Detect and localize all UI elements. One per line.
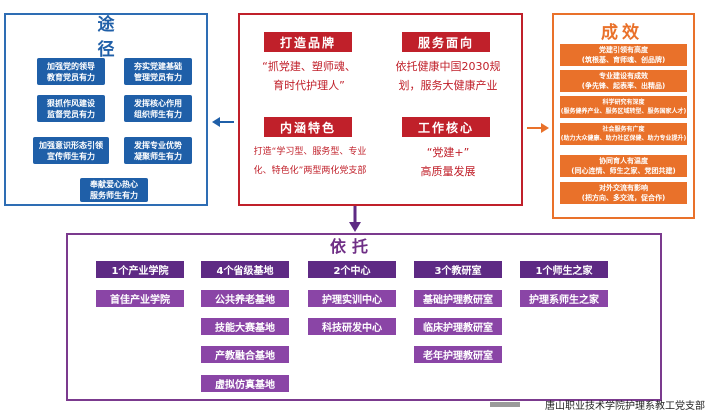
approach-item: 发挥专业优势凝聚师生有力 — [124, 137, 192, 164]
support-column-item: 护理系师生之家 — [520, 290, 608, 307]
approach-item: 加强意识形态引领宣传师生有力 — [33, 137, 109, 164]
result-item: 社会服务有广度(助力大众健康、助力社区保健、助力专业提升) — [560, 123, 687, 145]
result-item: 专业建设有成效(争先锋、起表率、出精品) — [560, 70, 687, 92]
support-column-item: 老年护理教研室 — [414, 346, 502, 363]
support-panel — [66, 233, 662, 401]
support-column-item: 技能大赛基地 — [201, 318, 289, 335]
approach-item: 狠抓作风建设监督党员有力 — [37, 95, 105, 122]
approach-item: 发挥核心作用组织师生有力 — [124, 95, 192, 122]
results-title: 成效 — [601, 22, 643, 43]
support-column-item: 护理实训中心 — [308, 290, 396, 307]
support-column-item: 产教融合基地 — [201, 346, 289, 363]
result-item: 科学研究有深度(服务健养产业、服务区域转型、服务国家人才) — [560, 96, 687, 118]
arrow-left-icon — [212, 117, 234, 127]
block-title-service: 服务面向 — [402, 32, 490, 52]
support-title: 依托 — [329, 237, 374, 256]
block-title-core: 工作核心 — [402, 117, 490, 137]
block-title-brand: 打造品牌 — [264, 32, 352, 52]
footer-caption: 唐山职业技术学院护理系教工党支部 — [545, 401, 705, 412]
approach-item: 奉献爱心热心服务师生有力 — [80, 178, 148, 202]
approach-item: 夯实党建基础管理党员有力 — [124, 58, 192, 85]
support-column-item: 公共养老基地 — [201, 290, 289, 307]
support-column-head: 4个省级基地 — [201, 261, 289, 278]
support-column-head: 2个中心 — [308, 261, 396, 278]
block-text-core: “党建+”高质量发展 — [420, 146, 476, 178]
block-text-feature: 打造“学习型、服务型、专业化、特色化”两型两化党支部 — [253, 147, 367, 176]
block-text-brand: “抓党建、塑师魂、育时代护理人” — [262, 60, 356, 92]
logo-icon — [490, 402, 520, 407]
arrow-right-icon — [527, 123, 549, 133]
support-column-head: 3个教研室 — [414, 261, 502, 278]
support-column-head: 1个师生之家 — [520, 261, 608, 278]
support-column-item: 基础护理教研室 — [414, 290, 502, 307]
support-column-item: 虚拟仿真基地 — [201, 375, 289, 392]
result-item: 协同育人有温度(同心连情、师生之家、党团共建) — [560, 155, 687, 177]
result-item: 对外交流有影响(把方向、多交流，促合作) — [560, 182, 687, 204]
block-title-feature: 内涵特色 — [264, 117, 352, 137]
support-column-item: 科技研发中心 — [308, 318, 396, 335]
support-column-head: 1个产业学院 — [96, 261, 184, 278]
block-text-service: 依托健康中国2030规划，服务大健康产业 — [395, 60, 501, 92]
support-column-item: 首佳产业学院 — [96, 290, 184, 307]
approach-item: 加强党的领导教育党员有力 — [37, 58, 105, 85]
approach-title: 途径 — [97, 15, 119, 60]
support-column-item: 临床护理教研室 — [414, 318, 502, 335]
result-item: 党建引领有高度(筑根基、育师魂、创品牌) — [560, 44, 687, 66]
arrow-down-icon — [349, 206, 361, 232]
